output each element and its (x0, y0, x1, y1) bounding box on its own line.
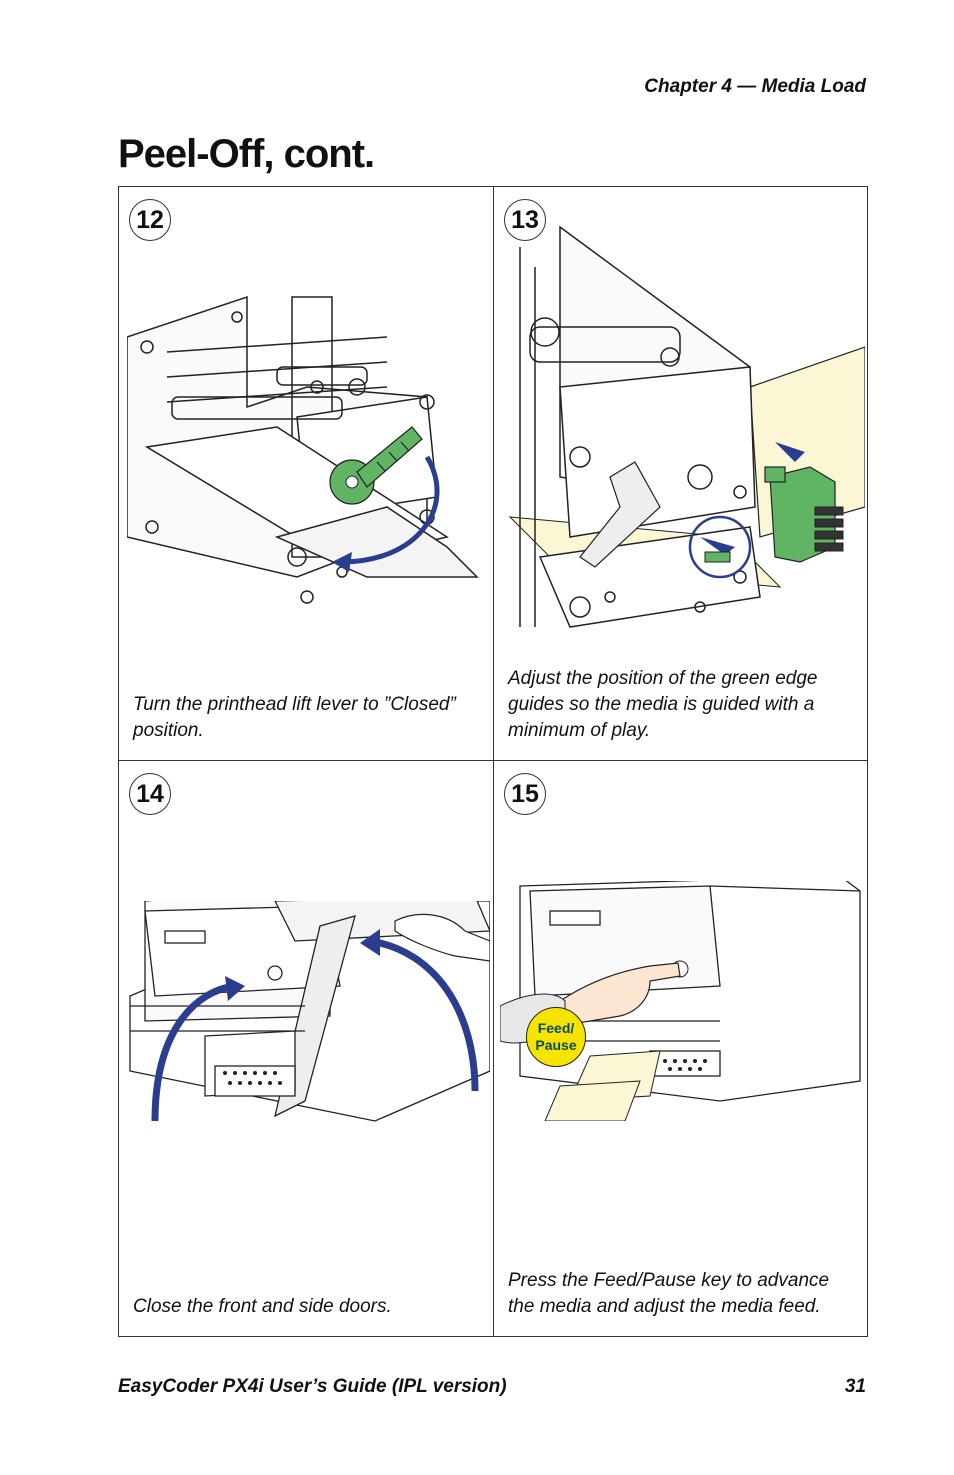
edge-guide-illustration (508, 225, 865, 628)
hand-icon (394, 913, 490, 962)
close-front-arrow (151, 982, 236, 1122)
step-13-caption: Adjust the position of the green edge gu… (508, 668, 818, 741)
step-15-caption: Press the Feed/Pause key to advance the … (508, 1270, 830, 1317)
step-number-badge: 12 (129, 199, 171, 241)
step-14-panel: 14 (119, 761, 494, 1336)
step-number-badge: 15 (504, 773, 546, 815)
pointing-hand-icon (559, 962, 681, 1027)
step-12-panel: 12 (119, 187, 494, 761)
chapter-header: Chapter 4 — Media Load (644, 76, 866, 97)
step-13-panel: 13 (494, 187, 867, 761)
gear-lever (579, 461, 661, 568)
steps-grid: 12 (118, 186, 868, 1337)
callout-label: Feed/ Pause (535, 1020, 577, 1053)
page-title: Peel-Off, cont. (118, 132, 375, 176)
step-14-caption: Close the front and side doors. (133, 1296, 392, 1317)
step-number-badge: 13 (504, 199, 546, 241)
step-15-panel: 15 (494, 761, 867, 1336)
footer-page-number: 31 (844, 1376, 866, 1397)
step-12-caption: Turn the printhead lift lever to ”Closed… (133, 694, 456, 741)
label-strip (544, 1080, 641, 1121)
close-doors-illustration (129, 901, 490, 1122)
step-number-badge: 14 (129, 773, 171, 815)
printhead-lever-illustration (127, 295, 479, 604)
feed-pause-illustration (500, 881, 861, 1121)
rotate-arrow (341, 455, 440, 565)
footer-guide-title: EasyCoder PX4i User’s Guide (IPL version… (118, 1376, 507, 1397)
feed-pause-callout: Feed/ Pause (526, 1007, 586, 1067)
close-side-arrow (369, 937, 479, 1092)
